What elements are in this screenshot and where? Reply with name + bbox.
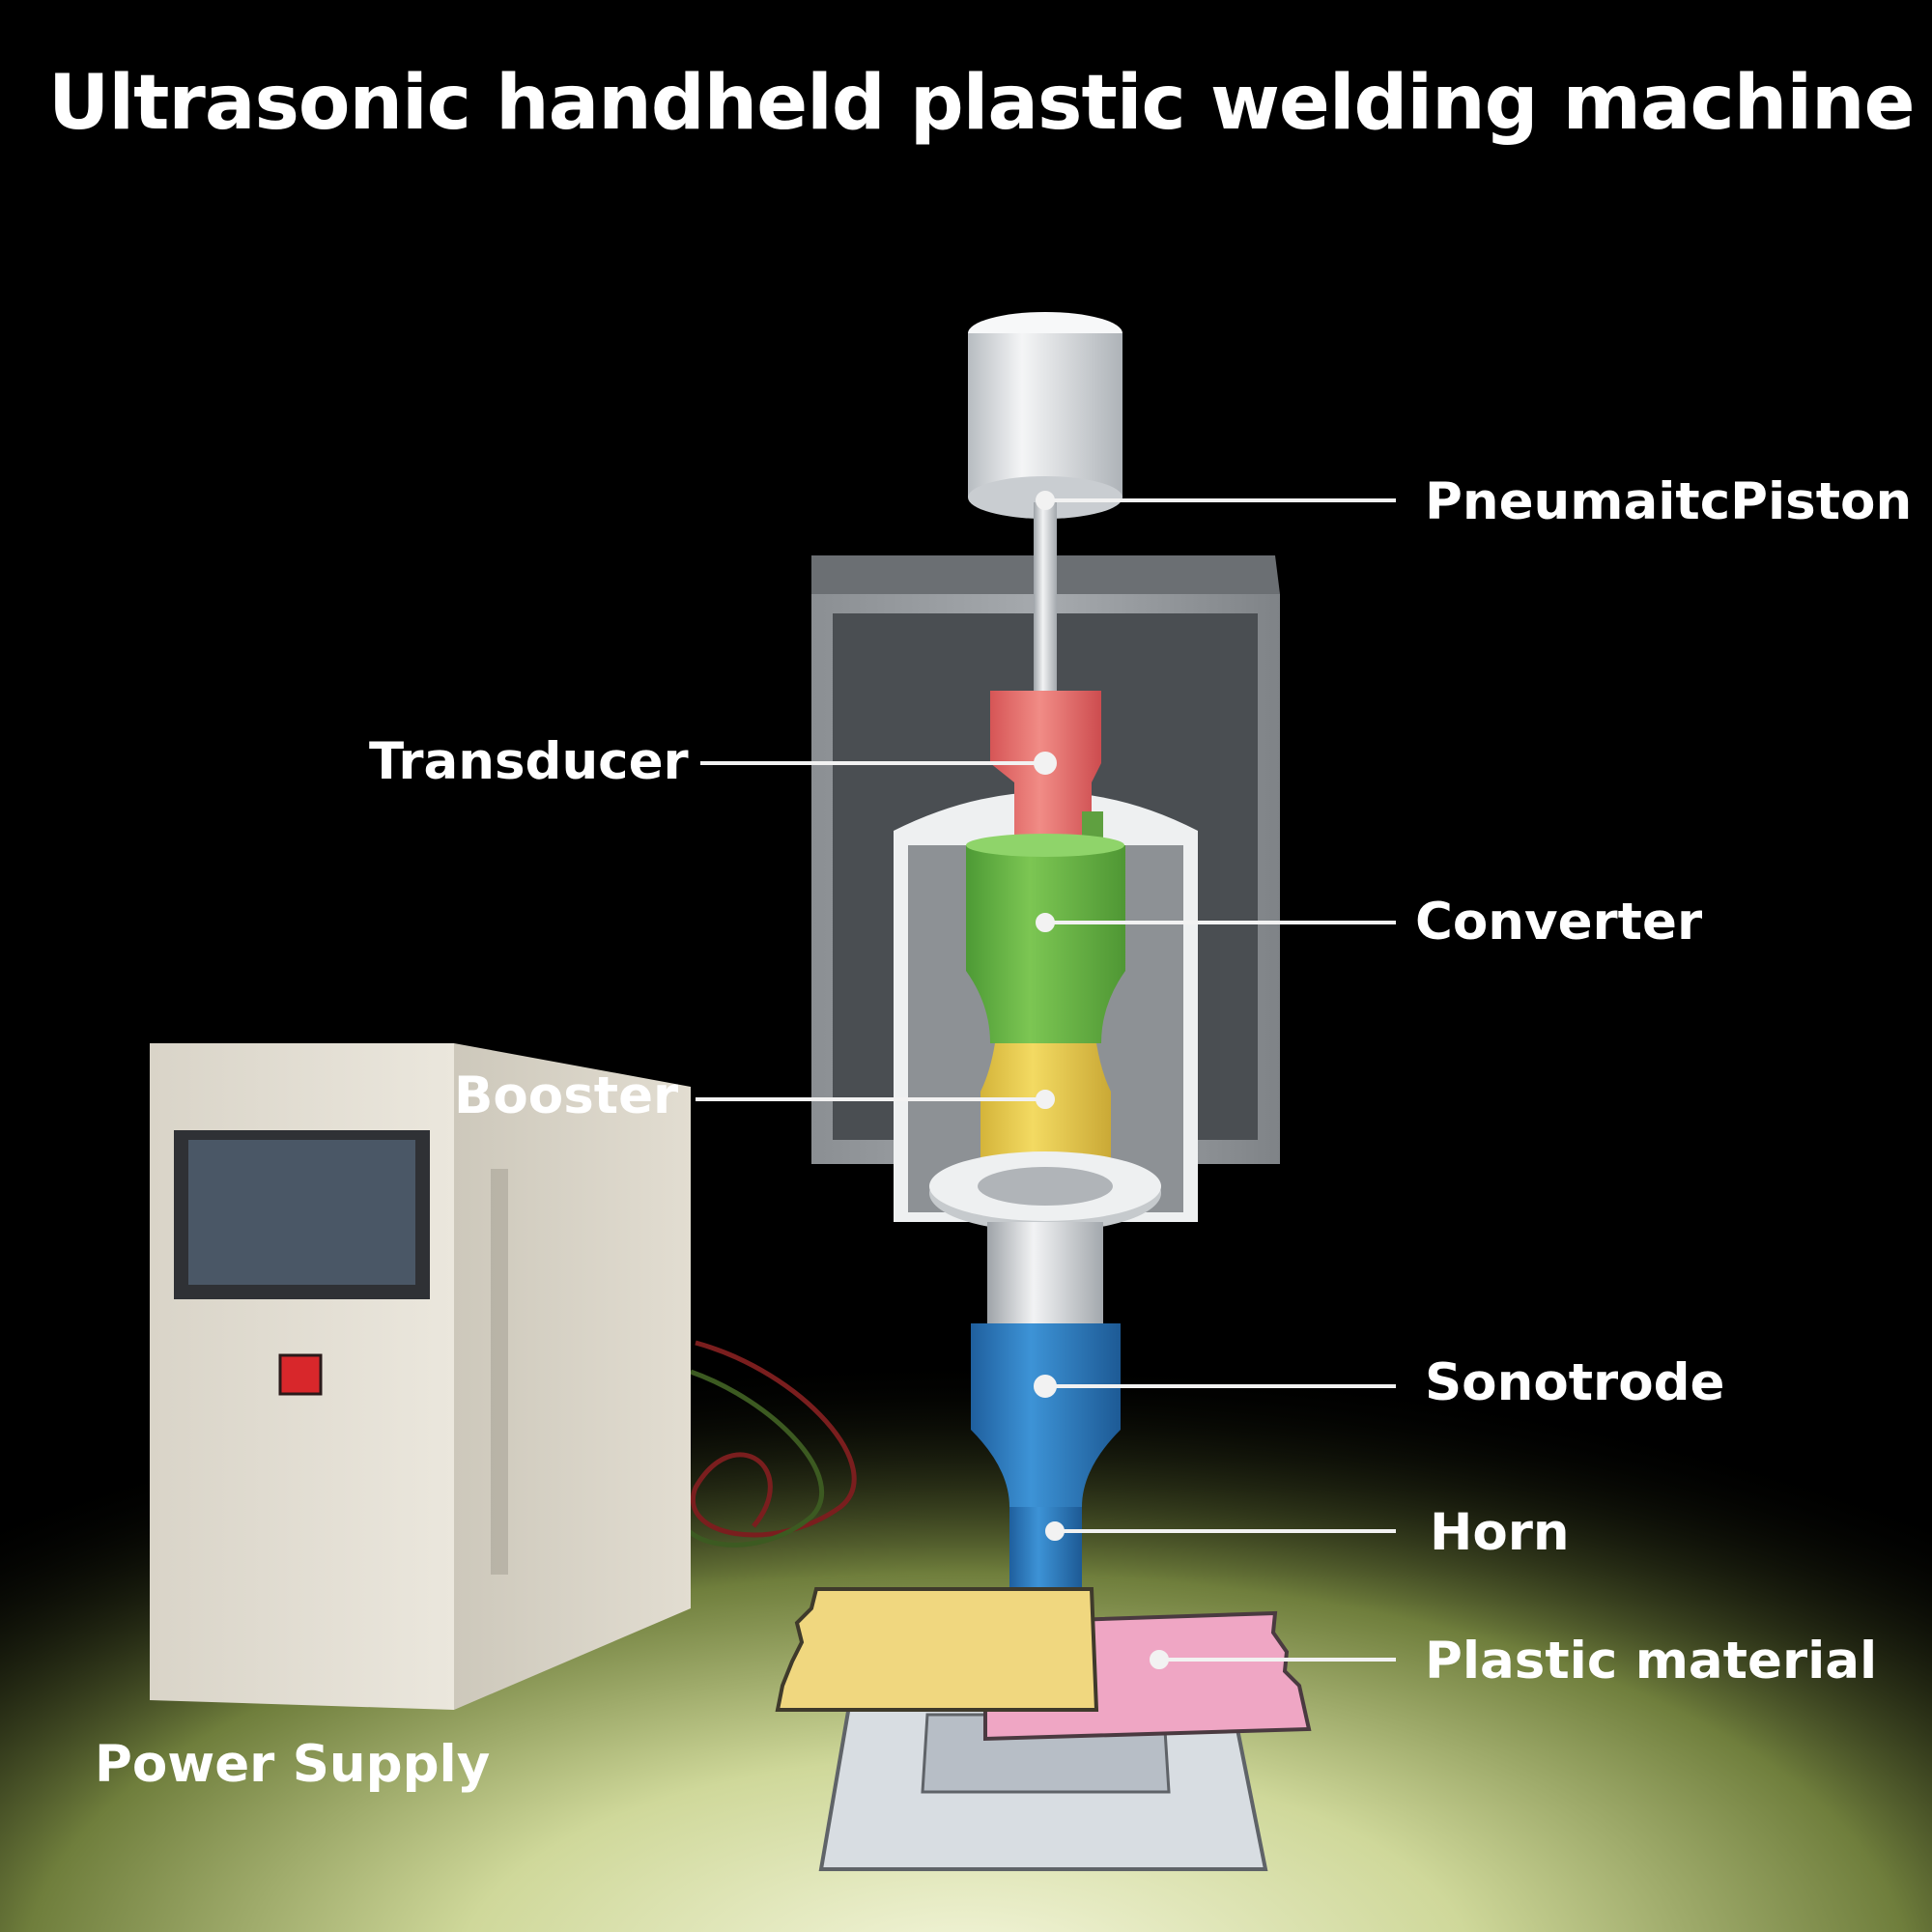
pneumatic-piston-part bbox=[968, 312, 1122, 696]
label-power-supply: Power Supply bbox=[95, 1735, 491, 1794]
label-plastic-material: Plastic material bbox=[1425, 1632, 1878, 1690]
label-horn: Horn bbox=[1430, 1503, 1570, 1562]
leader-lines bbox=[696, 491, 1396, 1669]
power-supply-unit bbox=[150, 1043, 691, 1710]
label-transducer: Transducer bbox=[369, 732, 689, 791]
label-booster: Booster bbox=[454, 1066, 679, 1125]
label-sonotrode: Sonotrode bbox=[1425, 1353, 1725, 1412]
booster-part bbox=[980, 1043, 1111, 1188]
plastic-material-sheets bbox=[775, 1587, 1312, 1742]
label-pneumatic-piston: PneumaitcPiston bbox=[1425, 472, 1913, 531]
power-button bbox=[278, 1353, 323, 1396]
label-converter: Converter bbox=[1415, 893, 1703, 952]
power-cables bbox=[676, 1340, 857, 1548]
diagram-title: Ultrasonic handheld plastic welding mach… bbox=[48, 60, 1915, 147]
converter-part bbox=[966, 834, 1125, 1043]
steel-column bbox=[987, 1222, 1103, 1328]
booster-flange bbox=[929, 1151, 1161, 1232]
